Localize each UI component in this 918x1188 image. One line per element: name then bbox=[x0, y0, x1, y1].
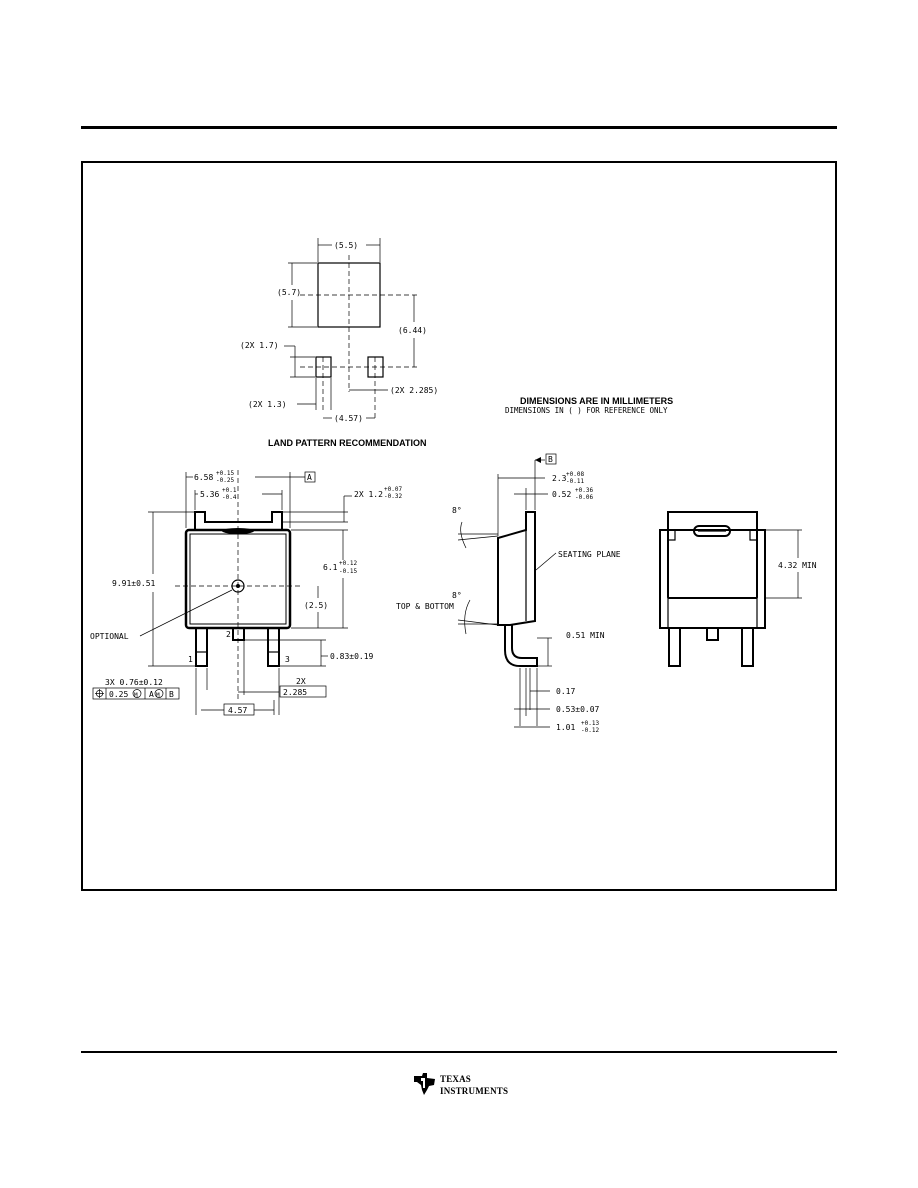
svg-text:+0.12: +0.12 bbox=[339, 560, 357, 567]
tab-thickness-label: 0.52 bbox=[552, 490, 571, 499]
lead-span-box bbox=[223, 703, 255, 716]
width-tab-label: 5.36 bbox=[200, 490, 219, 499]
land-pad-width-label: (5.5) bbox=[334, 241, 358, 250]
datum-a-box bbox=[304, 471, 316, 483]
lead-width-label: 3X 0.76±0.12 bbox=[105, 678, 163, 687]
mmc-circle-icon bbox=[132, 689, 142, 698]
svg-text:-0.06: -0.06 bbox=[575, 494, 593, 501]
ti-brand-line1: TEXAS bbox=[440, 1074, 472, 1084]
reference-note: DIMENSIONS IN ( ) FOR REFERENCE ONLY bbox=[505, 406, 668, 415]
header-rule bbox=[81, 126, 837, 129]
svg-text:+0.13: +0.13 bbox=[581, 720, 599, 727]
svg-text:-0.15: -0.15 bbox=[339, 568, 357, 575]
lead-span-label: 4.57 bbox=[228, 706, 247, 715]
seating-plane-label: SEATING PLANE bbox=[558, 550, 621, 559]
bottom-view-pad bbox=[667, 529, 758, 599]
tab-height-label: 2X 1.2 bbox=[354, 490, 383, 499]
hole-offset-label: (2.5) bbox=[304, 601, 328, 610]
land-small-pad-pitch-label: (4.57) bbox=[334, 414, 363, 423]
length-total-label: 9.91±0.51 bbox=[112, 579, 156, 588]
foot-length-label: 1.01 bbox=[556, 723, 575, 732]
optional-label: OPTIONAL bbox=[90, 632, 129, 641]
datum-b-label: B bbox=[548, 455, 553, 464]
drawing-frame bbox=[81, 161, 837, 891]
lead-1 bbox=[195, 627, 208, 667]
width-total-label: 6.58 bbox=[194, 473, 213, 482]
svg-text:M: M bbox=[134, 692, 138, 699]
pin-3-label: 3 bbox=[285, 655, 290, 664]
pin-2-label: 2 bbox=[226, 630, 231, 639]
ti-state-logo-icon bbox=[414, 1073, 435, 1095]
svg-text:A: A bbox=[149, 690, 154, 699]
land-small-pad-width-label: (2X 1.3) bbox=[248, 400, 287, 409]
ti-brand-line2: INSTRUMENTS bbox=[440, 1086, 509, 1096]
side-view: B 2.3 +0.08 -0.11 0.52 +0.36 -0.06 8° SE… bbox=[396, 453, 621, 734]
svg-text:+0.15: +0.15 bbox=[216, 470, 234, 477]
texas-instruments-logo: TEXAS INSTRUMENTS bbox=[412, 1072, 522, 1102]
svg-text:+0.36: +0.36 bbox=[575, 487, 593, 494]
svg-text:+0.08: +0.08 bbox=[566, 471, 584, 478]
side-view-lead bbox=[504, 625, 538, 667]
land-small-pad-height-label: (2X 1.7) bbox=[240, 341, 279, 350]
lead-length-label: 0.83±0.19 bbox=[330, 652, 374, 661]
datum-a-label: A bbox=[307, 473, 312, 482]
land-pitch-vertical-label: (6.44) bbox=[398, 326, 427, 335]
lead-3 bbox=[267, 627, 280, 667]
svg-text:+0.07: +0.07 bbox=[384, 486, 402, 493]
land-pad-height-label: (5.7) bbox=[277, 288, 301, 297]
lead-thickness-label: 0.53±0.07 bbox=[556, 705, 600, 714]
units-note: DIMENSIONS ARE IN MILLIMETERS bbox=[520, 396, 673, 406]
pin-1-label: 1 bbox=[188, 655, 193, 664]
bottom-view-slot bbox=[693, 525, 731, 537]
svg-text:-0.12: -0.12 bbox=[581, 727, 599, 734]
footer-rule bbox=[81, 1051, 837, 1053]
standoff-min-label: 0.51 MIN bbox=[566, 631, 605, 640]
lead-pitch-box bbox=[279, 685, 327, 698]
lead-2 bbox=[232, 627, 245, 641]
bottom-view-lead-2 bbox=[706, 627, 719, 641]
bottom-view-lead-1 bbox=[668, 627, 681, 667]
top-view: 1 2 3 6.58 +0.15 -0.25 A 5.36 +0.1 -0.4 … bbox=[90, 470, 402, 716]
svg-text:-0.11: -0.11 bbox=[566, 478, 584, 485]
bottom-view-lead-3 bbox=[741, 627, 754, 667]
land-small-pad-offset-label: (2X 2.285) bbox=[390, 386, 438, 395]
datum-b-box bbox=[545, 453, 557, 465]
bottom-view: 4.32 MIN bbox=[659, 511, 817, 667]
angle-top-label: 8° bbox=[452, 506, 462, 515]
top-view-tab bbox=[194, 511, 283, 530]
pad-min-label: 4.32 MIN bbox=[778, 561, 817, 570]
svg-text:-0.25: -0.25 bbox=[216, 477, 234, 484]
lead-pitch-count-label: 2X bbox=[296, 677, 306, 686]
svg-text:M: M bbox=[156, 692, 160, 699]
mmc-circle-icon-2 bbox=[154, 689, 164, 698]
angle-bottom-label: 8° bbox=[452, 591, 462, 600]
land-pattern: (5.5) (5.7) (6.44) (2X 1.7) (2X 1.3) (2X… bbox=[240, 238, 438, 448]
position-tolerance-label: 0.25 bbox=[109, 690, 128, 699]
svg-text:+0.1: +0.1 bbox=[222, 487, 237, 494]
side-view-body bbox=[497, 511, 536, 626]
body-length-label: 6.1 bbox=[323, 563, 338, 572]
svg-text:-0.32: -0.32 bbox=[384, 493, 402, 500]
thickness-label: 2.3 bbox=[552, 474, 567, 483]
foot-offset-label: 0.17 bbox=[556, 687, 575, 696]
svg-text:B: B bbox=[169, 690, 174, 699]
bottom-view-body bbox=[659, 511, 766, 629]
angle-note-label: TOP & BOTTOM bbox=[396, 602, 454, 611]
position-tolerance-frame: 0.25 M A M B bbox=[92, 687, 180, 700]
lead-pitch-label: 2.285 bbox=[283, 688, 307, 697]
land-pattern-heading: LAND PATTERN RECOMMENDATION bbox=[268, 438, 427, 448]
svg-text:-0.4: -0.4 bbox=[222, 494, 237, 501]
